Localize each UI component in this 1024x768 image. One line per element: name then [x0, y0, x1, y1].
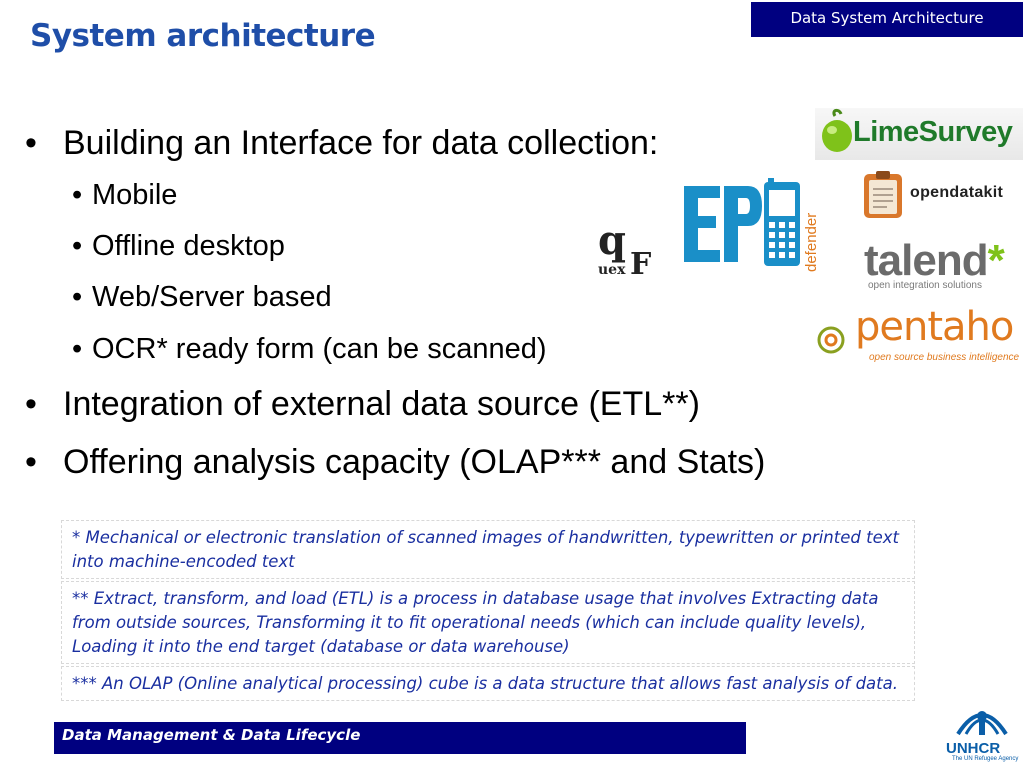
pentaho-logo: pentaho open source business intelligenc…	[815, 302, 1024, 368]
opendatakit-logo: opendatakit	[862, 170, 1022, 222]
footnote: *** An OLAP (Online analytical processin…	[61, 666, 915, 701]
sub-bullet-item: •Mobile	[72, 179, 178, 211]
unhcr-emblem-icon	[956, 711, 1008, 736]
opendatakit-wordmark: opendatakit	[910, 184, 1004, 201]
epi-defender-logo: defender	[680, 176, 820, 276]
bullet-item: •Offering analysis capacity (OLAP*** and…	[25, 443, 766, 481]
limesurvey-logo: LimeSurvey	[815, 108, 1023, 160]
clipboard-icon	[864, 171, 902, 218]
talend-logo: talend* open integration solutions	[862, 236, 1022, 296]
footnote: * Mechanical or electronic translation o…	[61, 520, 915, 579]
sub-bullet-item: •Offline desktop	[72, 230, 285, 262]
pentaho-tagline: open source business intelligence	[869, 352, 1020, 363]
sub-bullet-item: •Web/Server based	[72, 281, 332, 313]
quexf-mark-icon: q uex F	[598, 217, 651, 282]
sub-bullet-text: Mobile	[92, 179, 178, 211]
bullet-item: •Integration of external data source (ET…	[25, 385, 700, 423]
epi-side-label: defender	[803, 213, 820, 272]
spiral-icon	[817, 326, 845, 354]
unhcr-logo: UNHCR The UN Refugee Agency	[944, 690, 1020, 764]
footer-bar: Data Management & Data Lifecycle	[54, 722, 746, 754]
talend-wordmark: talend*	[864, 236, 1005, 285]
slide-title: System architecture	[30, 18, 376, 54]
footnote: ** Extract, transform, and load (ETL) is…	[61, 581, 915, 664]
unhcr-wordmark: UNHCR	[946, 740, 1001, 757]
bullet-text: Offering analysis capacity (OLAP*** and …	[63, 443, 766, 481]
svg-text:q: q	[598, 218, 626, 264]
sub-bullet-text: Web/Server based	[92, 281, 332, 313]
sub-bullet-text: OCR* ready form (can be scanned)	[92, 333, 547, 365]
section-label: Data System Architecture	[751, 2, 1023, 37]
epi-phone-icon: defender	[684, 178, 820, 272]
quexf-logo: q uex F	[596, 217, 658, 282]
footnotes: * Mechanical or electronic translation o…	[61, 520, 915, 703]
lime-icon	[822, 108, 852, 152]
bullet-item: •Building an Interface for data collecti…	[25, 124, 659, 162]
sub-bullet-text: Offline desktop	[92, 230, 285, 262]
limesurvey-wordmark: LimeSurvey	[853, 116, 1013, 148]
bullet-text: Building an Interface for data collectio…	[63, 124, 659, 162]
talend-tagline: open integration solutions	[868, 280, 982, 291]
svg-text:uex: uex	[598, 262, 626, 278]
unhcr-tagline: The UN Refugee Agency	[952, 756, 1019, 762]
pentaho-wordmark: pentaho	[855, 304, 1014, 350]
svg-text:F: F	[630, 247, 651, 278]
sub-bullet-item: •OCR* ready form (can be scanned)	[72, 333, 547, 365]
bullet-text: Integration of external data source (ETL…	[63, 385, 700, 423]
